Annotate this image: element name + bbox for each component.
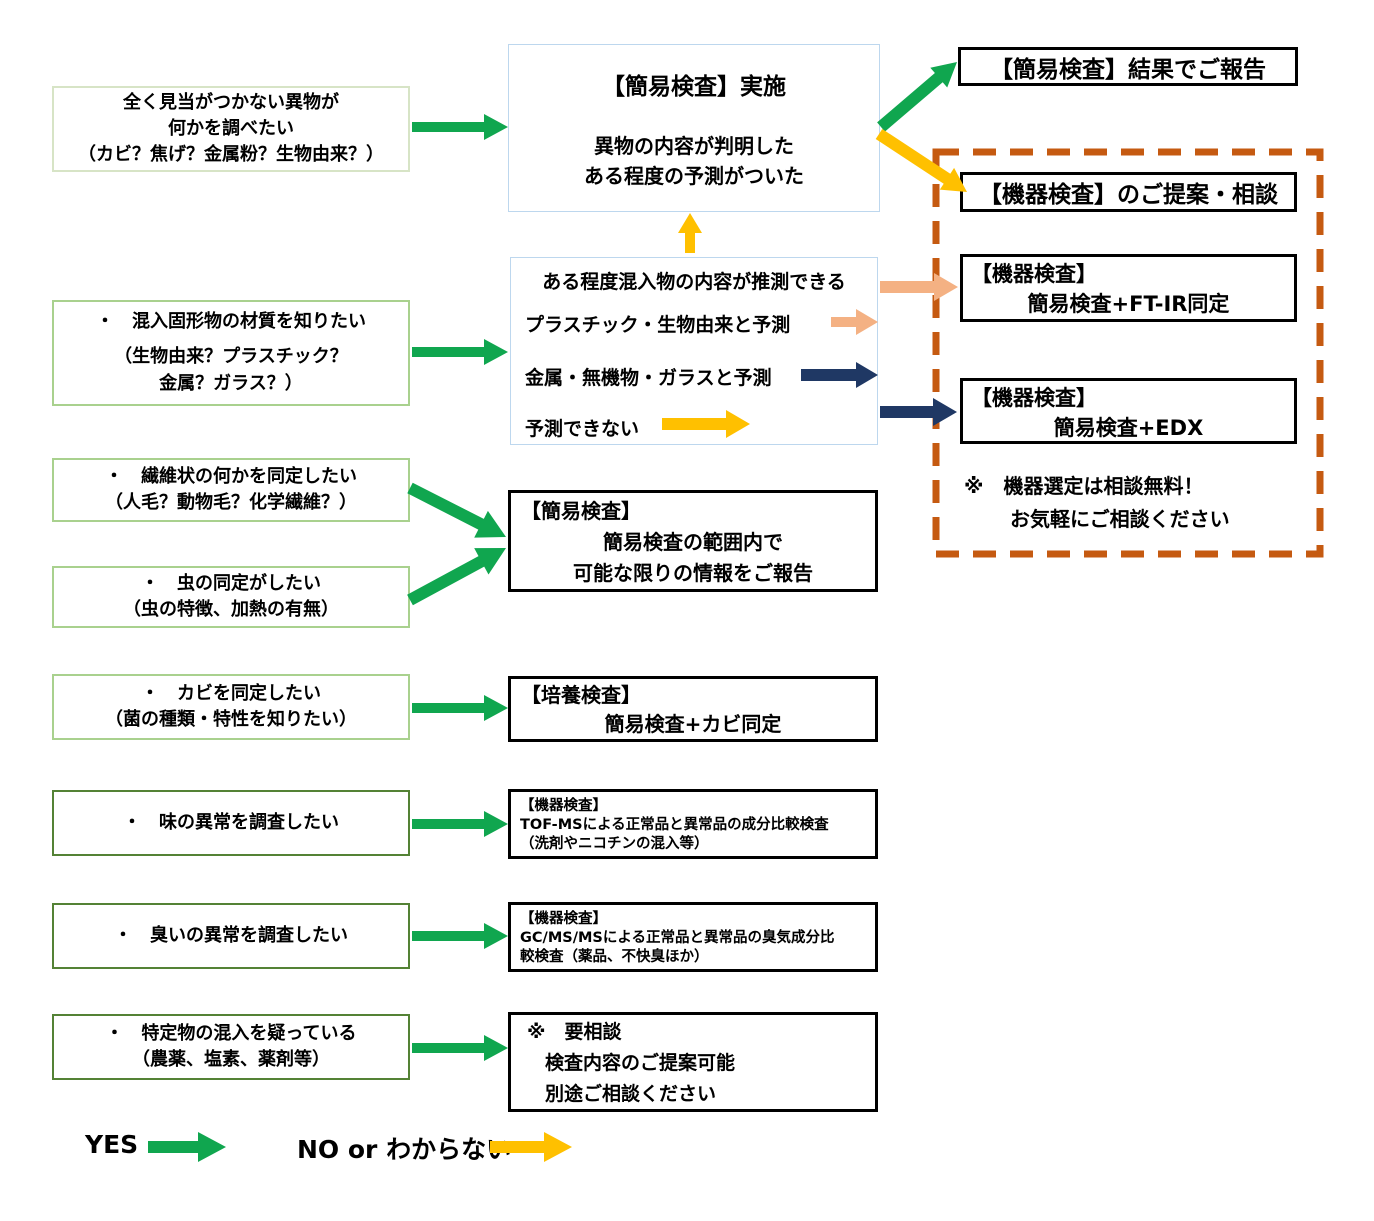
box-line: ・ 臭いの異常を調査したい	[114, 924, 348, 946]
box-simple-exam-report: 【簡易検査】 簡易検査の範囲内で 可能な限りの情報をご報告	[508, 490, 878, 592]
legend-yes-label: YES	[85, 1130, 139, 1159]
box-line: （菌の種類・特性を知りたい）	[105, 709, 357, 730]
box-device-exam-ftir: 【機器検査】 簡易検査+FT-IR同定	[960, 254, 1297, 322]
box-line: ある程度の予測がついた	[584, 164, 804, 188]
flow-arrow-green	[407, 482, 506, 538]
box-line: 【簡易検査】結果でご報告	[990, 56, 1266, 83]
box-line: 簡易検査+FT-IR同定	[1027, 292, 1230, 316]
flow-arrow-green	[412, 695, 508, 721]
box-title: 【機器検査】	[520, 798, 607, 814]
box-insect-identify: ・ 虫の同定がしたい （虫の特徴、加熱の有無）	[52, 566, 410, 628]
box-line: 簡易検査+カビ同定	[604, 712, 782, 736]
flow-arrow-green	[412, 1035, 508, 1061]
box-line: ・ 味の異常を調査したい	[123, 811, 339, 833]
box-line: 簡易検査+EDX	[1053, 416, 1204, 440]
flow-arrow-green	[407, 548, 506, 606]
box-line: 可能な限りの情報をご報告	[573, 561, 813, 585]
box-title: ※ 要相談	[527, 1021, 622, 1043]
box-gcms-exam: 【機器検査】 GC/MS/MSによる正常品と異常品の臭気成分比 較検査（薬品、不…	[508, 902, 878, 972]
box-line: 全く見当がつかない異物が	[123, 91, 339, 113]
box-simple-exam-result-report: 【簡易検査】結果でご報告	[958, 47, 1298, 86]
box-unknown-foreign-object: 全く見当がつかない異物が 何かを調べたい （カビ？焦げ？金属粉？生物由来？）	[52, 86, 410, 172]
box-line: （カビ？焦げ？金属粉？生物由来？）	[78, 144, 384, 166]
box-line: 較検査（薬品、不快臭ほか）	[520, 949, 709, 965]
legend-no-label: NO or わからない	[297, 1135, 512, 1164]
box-line: 異物の内容が判明した	[594, 134, 794, 158]
box-title: ある程度混入物の内容が推測できる	[542, 271, 846, 293]
box-line: 簡易検査の範囲内で	[603, 530, 783, 554]
note-free-consultation: ※ 機器選定は相談無料！ お気軽にご相談ください	[958, 470, 1308, 542]
box-line: TOF-MSによる正常品と異常品の成分比較検査	[520, 817, 829, 833]
box-line: GC/MS/MSによる正常品と異常品の臭気成分比	[520, 930, 835, 946]
box-culture-exam: 【培養検査】 簡易検査+カビ同定	[508, 676, 878, 742]
box-line: 【機器検査】のご提案・相談	[979, 182, 1278, 208]
box-title: 【機器検査】	[971, 386, 1097, 410]
box-line: ・ カビを同定したい	[141, 682, 321, 704]
flow-arrow-green	[412, 339, 508, 365]
box-consultation-required: ※ 要相談 検査内容のご提案可能 別途ご相談ください	[508, 1012, 878, 1112]
box-line: 別途ご相談ください	[545, 1083, 717, 1105]
box-title: 【機器検査】	[971, 262, 1097, 286]
box-line: （生物由来？プラスチック？	[114, 346, 348, 368]
box-line: （人毛？動物毛？化学繊維？）	[105, 492, 357, 513]
box-title: 【簡易検査】	[521, 499, 641, 523]
box-title: 【機器検査】	[520, 911, 607, 927]
box-solid-material: ・ 混入固形物の材質を知りたい （生物由来？プラスチック？ 金属？ガラス？）	[52, 300, 410, 406]
flow-arrow-yellow	[875, 129, 967, 192]
box-line: 金属？ガラス？）	[159, 372, 303, 394]
flow-arrow-green	[412, 811, 508, 837]
flow-arrow-green	[877, 62, 957, 132]
box-taste-abnormality: ・ 味の異常を調査したい	[52, 790, 410, 856]
box-device-exam-proposal: 【機器検査】のご提案・相談	[960, 172, 1297, 212]
box-fiber-identify: ・ 繊維状の何かを同定したい （人毛？動物毛？化学繊維？）	[52, 458, 410, 522]
flow-arrow-yellow	[678, 213, 702, 253]
box-title: 【培養検査】	[521, 683, 641, 707]
box-line: ・ 虫の同定がしたい	[141, 572, 321, 594]
option-plastic-bio: プラスチック・生物由来と予測	[525, 314, 791, 336]
box-line: ・ 繊維状の何かを同定したい	[105, 465, 357, 487]
box-device-exam-edx: 【機器検査】 簡易検査+EDX	[960, 378, 1297, 444]
box-suspected-substance: ・ 特定物の混入を疑っている （農薬、塩素、薬剤等）	[52, 1014, 410, 1080]
box-line: （農薬、塩素、薬剤等）	[132, 1049, 330, 1070]
box-line: 検査内容のご提案可能	[545, 1052, 736, 1074]
box-title: 【簡易検査】実施	[602, 74, 786, 100]
box-mold-identify: ・ カビを同定したい （菌の種類・特性を知りたい）	[52, 674, 410, 740]
box-content-guessable: ある程度混入物の内容が推測できる プラスチック・生物由来と予測 金属・無機物・ガ…	[510, 257, 878, 445]
box-line: 何かを調べたい	[168, 117, 294, 139]
box-odor-abnormality: ・ 臭いの異常を調査したい	[52, 903, 410, 969]
option-no-guess: 予測できない	[525, 418, 640, 440]
note-line: ※ 機器選定は相談無料！	[964, 474, 1204, 498]
flow-arrow-green	[412, 114, 508, 140]
box-line: （洗剤やニコチンの混入等）	[520, 836, 709, 852]
box-line: ・ 特定物の混入を疑っている	[105, 1022, 357, 1044]
flow-arrow-navy	[880, 398, 957, 426]
flow-arrow-green	[412, 923, 508, 949]
box-tof-ms-exam: 【機器検査】 TOF-MSによる正常品と異常品の成分比較検査 （洗剤やニコチンの…	[508, 789, 878, 859]
box-line: （虫の特徴、加熱の有無）	[123, 599, 339, 620]
flow-arrow-salmon	[880, 273, 958, 301]
box-simple-exam-run: 【簡易検査】実施 異物の内容が判明した ある程度の予測がついた	[508, 44, 880, 212]
box-line: ・ 混入固形物の材質を知りたい	[96, 311, 366, 333]
note-line: お気軽にご相談ください	[1010, 507, 1230, 531]
flow-arrow-green	[148, 1132, 226, 1162]
option-metal-glass: 金属・無機物・ガラスと予測	[525, 367, 772, 389]
